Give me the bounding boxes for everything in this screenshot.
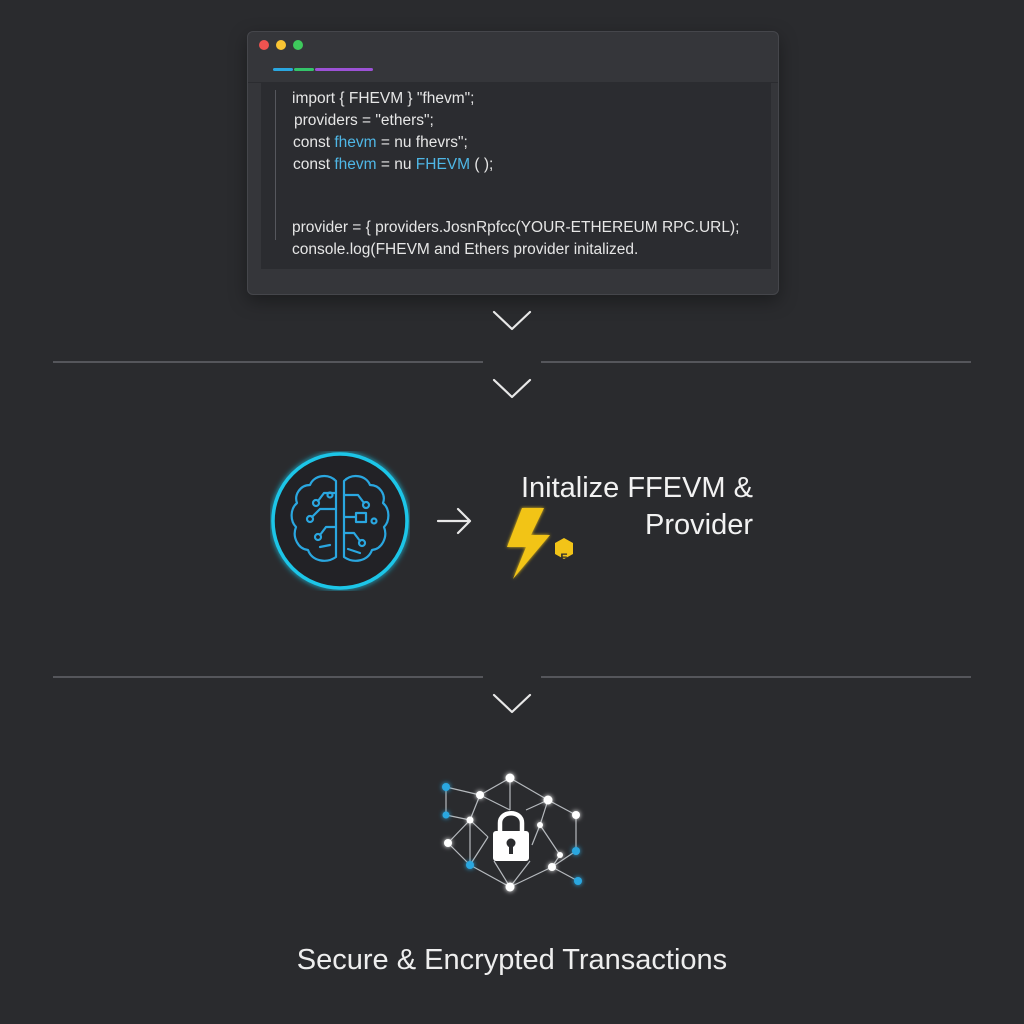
close-dot[interactable]: [259, 40, 269, 50]
code-token: const: [293, 156, 335, 173]
caption: Secure & Encrypted Transactions: [296, 944, 728, 976]
window-title-bar: [248, 32, 778, 83]
code-token: provider = { providers.JosnRpfcc(YOUR-ET…: [292, 219, 740, 236]
code-token: console.log(FHEVM and Ethers provider in…: [292, 241, 639, 258]
minimize-dot[interactable]: [276, 40, 286, 50]
code-line: const fhevm = nu FHEVM ( );: [293, 156, 493, 174]
chevron-down-icon: [492, 310, 532, 331]
separator-right: [541, 361, 971, 363]
code-line: import { FHEVM } "fhevm";: [292, 90, 474, 108]
code-token: const: [293, 134, 335, 151]
separator-right: [541, 676, 971, 678]
code-line: provider = { providers.JosnRpfcc(YOUR-ET…: [292, 219, 739, 237]
maximize-dot[interactable]: [293, 40, 303, 50]
chevron-down-icon: [492, 693, 532, 714]
code-token: fhevrs";: [415, 134, 468, 151]
code-editor[interactable]: [261, 83, 771, 269]
badge-letter: E: [560, 552, 568, 564]
chevron-down-icon: [492, 378, 532, 399]
code-line: console.log(FHEVM and Ethers provider in…: [292, 241, 638, 259]
code-gutter: [275, 90, 276, 240]
code-token: fhevm: [334, 156, 377, 173]
separator-left: [53, 361, 483, 363]
step-title: Initalize FFEVM & Provider: [493, 470, 753, 544]
separator-left: [53, 676, 483, 678]
arrow-right-icon: [436, 507, 472, 535]
code-token: = nu: [376, 156, 416, 173]
code-token: providers = "ethers";: [294, 112, 434, 129]
code-token: fhevm: [334, 134, 377, 151]
step-title-line2: Provider: [645, 509, 753, 541]
network-icon: [442, 773, 582, 892]
code-window: [247, 31, 779, 295]
tab-indicator-green: [294, 68, 314, 71]
code-line: const fhevm = nu fhevrs";: [293, 134, 468, 152]
tab-indicator-blue: [273, 68, 293, 71]
code-token: import { FHEVM } "fhevm";: [292, 90, 475, 107]
code-line: providers = "ethers";: [294, 112, 434, 130]
code-token: = nu: [376, 134, 416, 151]
code-token: FHEVM: [415, 156, 471, 173]
brain-circuit-icon: [271, 452, 409, 590]
step-title-line1: Initalize FFEVM &: [520, 472, 753, 504]
code-token: ( );: [470, 156, 494, 173]
tab-indicator-purple: [315, 68, 373, 71]
lightning-bolt-icon: [507, 508, 573, 579]
lock-icon: [493, 811, 529, 861]
